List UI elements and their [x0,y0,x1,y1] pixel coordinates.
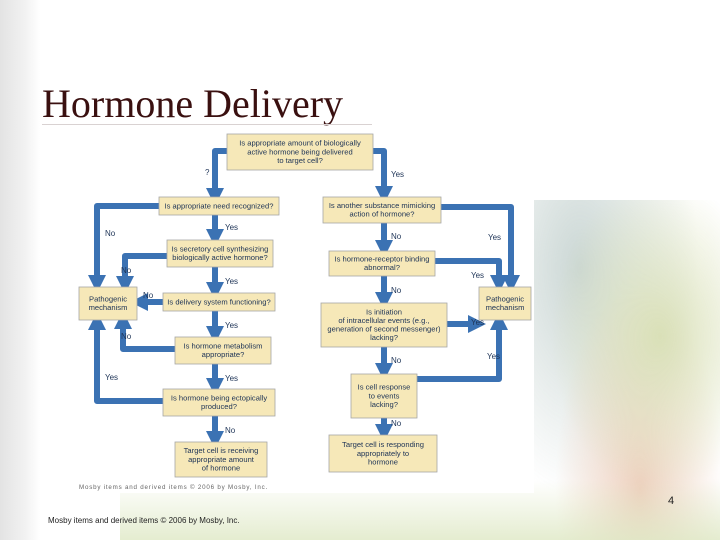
node-text-line: hormone [368,457,398,466]
label-no-delivery: No [143,291,154,300]
label-no-secretory: No [121,266,132,275]
node-text-line: Is secretory cell synthesizing [172,245,269,254]
label-yes-secretory: Yes [225,277,238,286]
label-no-metabolism: No [121,332,132,341]
branch-labels: ? Yes No Yes No Yes No Yes No Yes Yes No… [105,168,501,435]
flow-connectors [88,148,520,449]
connector-ectopic-yes [88,312,163,404]
slide-number: 4 [668,495,675,507]
label-no-ectopic: No [225,426,236,435]
label-no-mimicking: No [391,232,402,241]
title-underline [42,124,372,125]
label-yes-delivery: Yes [225,321,238,330]
node-text-line: active hormone being delivered [247,147,353,156]
node-text-line: produced? [201,402,237,411]
node-text-line: action of hormone? [349,210,414,219]
label-yes-ectopic: Yes [105,373,118,382]
node-text-line: Is appropriate need recognized? [165,201,274,210]
node-text-line: Is hormone-receptor binding [335,255,430,264]
node-text-line: Target cell is receiving [184,446,259,455]
connector-start-to-need [206,148,227,206]
node-text-line: generation of second messenger) [327,325,441,334]
node-text-line: appropriately to [357,449,409,458]
node-text-line: Pathogenic [486,295,524,304]
connector-response-yes [417,312,508,382]
connector-mimicking-yes [441,204,520,293]
slide-left-strip [0,0,40,540]
node-secretory: Is secretory cell synthesizingbiological… [166,239,274,268]
label-no-response: No [391,419,402,428]
node-text-line: Is appropriate amount of biologically [239,139,361,148]
node-text-line: mechanism [486,303,525,312]
node-text-line: lacking? [370,333,398,342]
label-no-binding: No [391,286,402,295]
node-text-line: appropriate? [202,350,245,359]
slide-footer: Mosby items and derived items © 2006 by … [48,516,240,525]
label-yes-need: Yes [225,223,238,232]
node-need: Is appropriate need recognized? [158,196,280,216]
node-text-line: of intracellular events (e.g., [338,316,429,325]
connector-start-to-mimicking [373,148,393,204]
label-no-initiation: No [391,356,402,365]
node-text-line: appropriate amount [188,455,255,464]
label-yes-initiation: Yes [471,318,484,327]
label-yes-response: Yes [487,352,500,361]
node-text-line: abnormal? [364,263,400,272]
node-text-line: Is cell response [358,383,411,392]
node-text-line: biologically active hormone? [172,253,267,262]
connector-secretory-no [116,253,167,294]
figure-credit: Mosby items and derived items © 2006 by … [79,484,268,491]
node-delivery: Is delivery system functioning? [162,292,276,312]
node-text-line: to target cell? [277,156,323,165]
label-yes-start: Yes [391,170,404,179]
node-text-line: to events [369,391,400,400]
node-text-line: Is another substance mimicking [329,201,435,210]
label-yes-metabolism: Yes [225,374,238,383]
node-text-line: Pathogenic [89,295,127,304]
slide-title: Hormone Delivery [42,81,344,126]
node-text-line: of hormone [202,463,240,472]
node-text-line: Is hormone metabolism [184,342,263,351]
label-yes-binding: Yes [471,271,484,280]
connector-binding-yes [435,258,508,293]
flow-nodes: Is appropriate amount of biologicallyact… [78,133,532,478]
label-no-need: No [105,229,116,238]
node-text-line: Is initiation [366,307,402,316]
node-text-line: Target cell is responding [342,440,424,449]
node-text-line: mechanism [89,303,128,312]
connector-metabolism-no [114,311,175,352]
label-question: ? [205,168,210,177]
flowchart-svg: Is appropriate amount of biologicallyact… [78,133,532,491]
label-yes-mimicking: Yes [488,233,501,242]
node-text-line: lacking? [370,400,398,409]
connector-need-no [88,203,159,293]
node-text-line: Is hormone being ectopically [171,394,267,403]
node-text-line: Is delivery system functioning? [167,297,270,306]
node-start: Is appropriate amount of biologicallyact… [226,133,374,171]
